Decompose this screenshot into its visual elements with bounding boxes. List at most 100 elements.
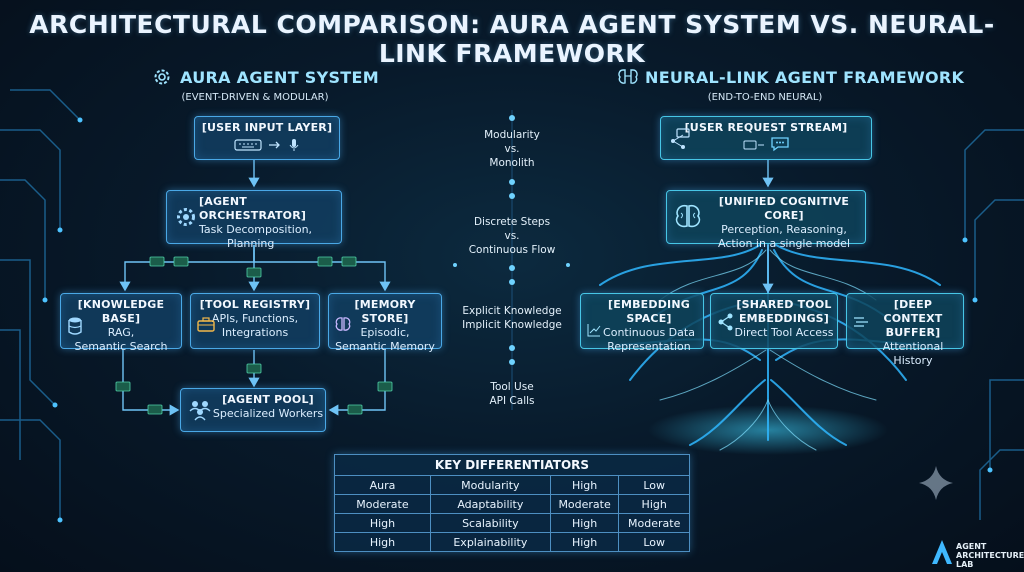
left-circuit-traces [0,89,81,520]
table-cell: Moderate [618,513,690,533]
memory-store-box: [MEMORY STORE] Episodic, Semantic Memory [328,293,442,353]
agent-orchestrator-line2: Planning [227,237,275,250]
keyboard-icon [233,139,262,151]
compare-steps-a: Discrete Steps [473,216,551,228]
shared-tool-embeddings-title: [SHARED TOOL [736,298,832,311]
neural-section-title: NEURAL-LINK AGENT FRAMEWORK [645,68,965,87]
lab-logo-icon [932,540,952,564]
agent-orchestrator-box: [AGENT ORCHESTRATOR] Task Decomposition,… [166,190,342,250]
logo-line1: AGENT [956,542,987,551]
table-cell: High [549,532,620,552]
agent-pool-line1: Specialized Workers [212,407,324,420]
chat-icon [771,137,789,152]
user-request-stream-box: [USER REQUEST STREAM] [660,116,872,160]
aura-section-title: AURA AGENT SYSTEM [180,68,379,87]
deep-context-buffer-line1: Attentional History [882,340,944,367]
brain-network-icon [618,69,638,84]
user-input-layer-title: [USER INPUT LAYER] [201,121,333,134]
right-circuit-traces [964,129,1024,520]
compare-knowledge-b: Implicit Knowledge [462,319,562,331]
database-icon [68,317,82,335]
connector-chips [115,256,393,415]
aura-section-subtitle: (EVENT-DRIVEN & MODULAR) [181,92,329,103]
unified-cognitive-core-title: [UNIFIED COGNITIVE CORE] [718,195,850,222]
compare-steps: Discrete Steps vs. Continuous Flow [457,215,567,257]
lab-logo-text: AGENT ARCHITECTURES LAB [956,542,1024,569]
table-row: High Scalability High Moderate [334,513,690,533]
table-cell: Low [618,532,690,552]
deep-context-buffer-title2: BUFFER] [885,326,941,339]
sparkle-icon [919,466,953,500]
share-icon [718,313,733,331]
table-header: KEY DIFFERENTIATORS [334,454,690,476]
toolbox-icon [197,317,215,332]
brain-icon [335,317,351,331]
user-request-stream-title: [USER REQUEST STREAM] [684,121,848,134]
chart-icon [587,324,601,337]
table-cell: Modularity [429,475,551,495]
memory-store-title: [MEMORY STORE] [354,298,416,325]
center-divider [453,110,570,410]
deep-context-buffer-box: [DEEP CONTEXT BUFFER] Attentional Histor… [846,293,964,367]
table-row: Aura Modularity High Low [334,475,690,495]
compare-modularity-c: Monolith [489,157,535,169]
tool-registry-line1: APIs, Functions, [211,312,299,325]
compare-tools-a: Tool Use [490,381,534,393]
compare-steps-b: vs. [504,230,520,242]
unified-cognitive-core-line1: Perception, Reasoning, [721,223,847,236]
knowledge-base-line2: Semantic Search [74,340,168,353]
compare-knowledge-a: Explicit Knowledge [462,305,562,317]
compare-modularity: Modularity vs. Monolith [457,128,567,170]
tool-registry-line2: Integrations [221,326,289,339]
agent-orchestrator-line1: Task Decomposition, [199,223,313,236]
table-row: High Explainability High Low [334,532,690,552]
memory-store-line2: Semantic Memory [335,340,435,353]
memory-store-line1: Episodic, [360,326,410,339]
shared-tool-embeddings-box: [SHARED TOOL EMBEDDINGS] Direct Tool Acc… [710,293,838,349]
table-cell: Scalability [429,513,551,533]
embedding-space-line1: Continuous Data [603,326,695,339]
table-header-row: KEY DIFFERENTIATORS [334,454,690,476]
brain-icon [675,204,701,228]
logo-line3: LAB [956,560,974,569]
lines-icon [854,317,868,327]
table-cell: Low [618,475,690,495]
knowledge-base-line1: RAG, [107,326,135,339]
table-cell: High [334,532,431,552]
table-cell: Moderate [334,494,431,514]
agent-pool-title: [AGENT POOL] [222,393,314,406]
arrow-right-icon [269,141,280,149]
table-cell: High [549,475,620,495]
logo-line2: ARCHITECTURES [956,551,1024,560]
user-input-layer-box: [USER INPUT LAYER] [194,116,340,160]
compare-knowledge: Explicit Knowledge Implicit Knowledge [457,304,567,332]
tool-registry-box: [TOOL REGISTRY] APIs, Functions, Integra… [190,293,320,349]
compare-tools: Tool Use API Calls [457,380,567,408]
shared-tool-embeddings-line1: Direct Tool Access [734,326,834,339]
knowledge-base-box: [KNOWLEDGE BASE] RAG, Semantic Search [60,293,182,353]
shared-tool-embeddings-title2: EMBEDDINGS] [738,312,830,325]
share-icon [671,128,690,149]
table-cell: Explainability [429,532,551,552]
message-icon [743,140,765,150]
table-cell: Aura [334,475,431,495]
unified-cognitive-core-box: [UNIFIED COGNITIVE CORE] Perception, Rea… [666,190,866,250]
key-differentiators-table: KEY DIFFERENTIATORS Aura Modularity High… [334,454,690,552]
knowledge-base-title: [KNOWLEDGE BASE] [77,298,165,325]
embedding-space-title: [EMBEDDING SPACE] [608,298,690,325]
compare-tools-b: API Calls [489,395,535,407]
neural-section-subtitle: (END-TO-END NEURAL) [707,92,823,103]
gear-icon [154,69,170,85]
tool-registry-title: [TOOL REGISTRY] [199,298,311,311]
compare-steps-c: Continuous Flow [468,244,556,256]
embedding-space-line2: Representation [607,340,691,353]
unified-cognitive-core-line2: Action in a single model [717,237,851,250]
deep-context-buffer-title: [DEEP CONTEXT [883,298,943,325]
agent-pool-box: [AGENT POOL] Specialized Workers [180,388,326,432]
agent-orchestrator-title: [AGENT ORCHESTRATOR] [199,195,307,222]
table-row: Moderate Adaptability Moderate High [334,494,690,514]
table-cell: Adaptability [429,494,551,514]
embedding-space-box: [EMBEDDING SPACE] Continuous Data Repres… [580,293,704,353]
compare-modularity-a: Modularity [484,129,540,141]
team-icon [189,401,211,421]
